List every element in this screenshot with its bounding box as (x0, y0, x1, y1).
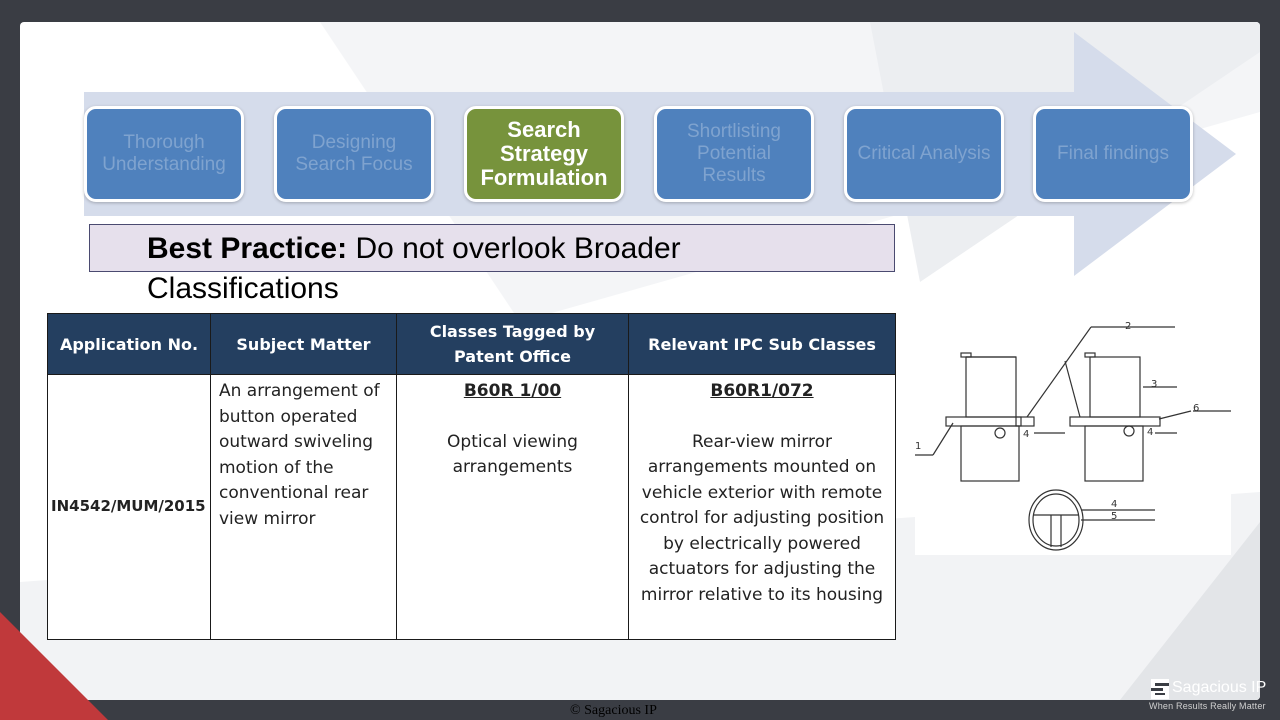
ipc-description: Rear-view mirror arrangements mounted on… (639, 431, 885, 605)
step-search-strategy-formulation: Search Strategy Formulation (464, 106, 624, 202)
best-practice-box (89, 224, 895, 272)
class-code: B60R 1/00 (463, 381, 562, 401)
cell-subject-matter: An arrangement of button operated outwar… (210, 374, 397, 640)
copyright-text: © Sagacious IP (570, 703, 657, 718)
drawing-label-3: 3 (1151, 379, 1157, 390)
step-critical-analysis: Critical Analysis (844, 106, 1004, 202)
red-corner-decoration (0, 612, 108, 720)
ipc-code: B60R1/072 (710, 381, 814, 401)
step-thorough-understanding: Thorough Understanding (84, 106, 244, 202)
brand-tagline: When Results Really Matter (1149, 701, 1266, 711)
best-practice-label: Best Practice: (147, 232, 348, 265)
header-classes-tagged: Classes Tagged by Patent Office (396, 313, 629, 375)
header-application-no: Application No. (47, 313, 211, 375)
header-subject-matter: Subject Matter (210, 313, 397, 375)
table-row: IN4542/MUM/2015 An arrangement of button… (47, 374, 896, 640)
cell-relevant-ipc: B60R1/072 Rear-view mirror arrangements … (628, 374, 896, 640)
drawing-label-6: 6 (1193, 403, 1199, 414)
best-practice-text: Best Practice: Do not overlook Broader C… (147, 229, 787, 309)
drawing-label-1: 1 (915, 441, 921, 452)
patent-drawing: 1 2 3 4 4 4 5 6 (915, 315, 1231, 555)
table-header-row: Application No. Subject Matter Classes T… (47, 313, 896, 375)
class-description: Optical viewing arrangements (447, 431, 578, 478)
step-shortlisting-potential-results: Shortlisting Potential Results (654, 106, 814, 202)
drawing-label-5: 5 (1111, 511, 1117, 522)
classification-table: Application No. Subject Matter Classes T… (47, 313, 896, 640)
step-final-findings: Final findings (1033, 106, 1193, 202)
step-designing-search-focus: Designing Search Focus (274, 106, 434, 202)
cell-application-no: IN4542/MUM/2015 (47, 374, 211, 640)
drawing-label-2: 2 (1125, 321, 1131, 332)
drawing-label-4c: 4 (1111, 499, 1117, 510)
drawing-label-4b: 4 (1147, 427, 1153, 438)
sagacious-logo-icon (1151, 679, 1169, 699)
drawing-label-4a: 4 (1023, 429, 1029, 440)
cell-classes-tagged: B60R 1/00 Optical viewing arrangements (396, 374, 629, 640)
best-practice-message: Do not overlook Broader Classifications (147, 232, 681, 305)
brand-name: Sagacious IP (1172, 679, 1267, 696)
slide: Thorough Understanding Designing Search … (20, 22, 1260, 700)
header-relevant-ipc: Relevant IPC Sub Classes (628, 313, 896, 375)
